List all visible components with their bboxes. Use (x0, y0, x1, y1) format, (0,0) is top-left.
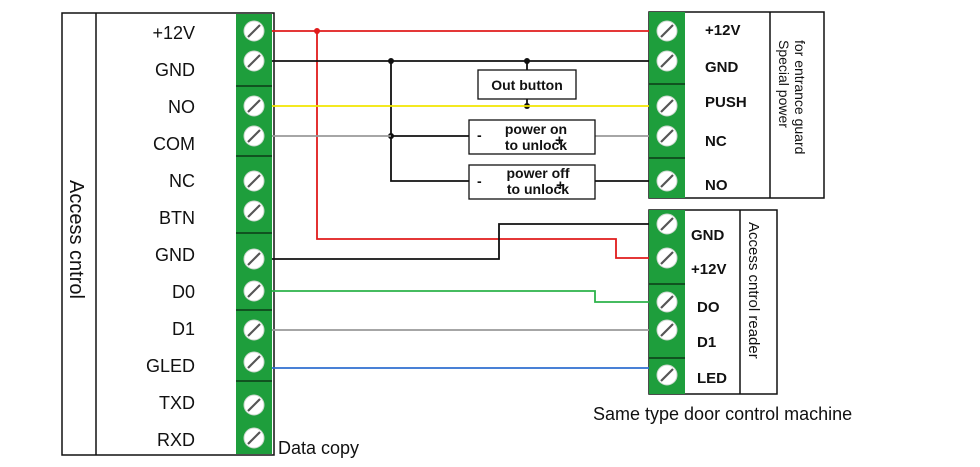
screw-slot (660, 129, 674, 143)
screw-slot (660, 99, 674, 113)
controller-terminal-strip (236, 14, 272, 454)
screw-slot (660, 54, 674, 68)
lock-on-plus: + (555, 132, 564, 149)
controller-title: Access cntrol (65, 180, 87, 299)
controller-pin-label: NO (168, 97, 195, 117)
power-supply-title-line2: for entrance guard (792, 40, 808, 154)
wires (272, 28, 649, 369)
controller-pin-label: GLED (146, 356, 195, 376)
screw-slot (247, 99, 261, 113)
power-supply-pin-label: NC (705, 133, 727, 150)
controller-pin-label: RXD (157, 430, 195, 450)
power-supply-pin-label: PUSH (705, 94, 747, 111)
exit-button-label: Out button (491, 77, 563, 93)
junction-dot (524, 58, 530, 64)
screw-slot (247, 398, 261, 412)
lock-off-minus: - (477, 173, 482, 189)
lock-off-box (468, 164, 596, 200)
screw-slot (247, 431, 261, 445)
controller-pin-label: +12V (152, 23, 195, 43)
lock-off-line2: to unlock (507, 181, 569, 197)
controller-pin-label: GND (155, 245, 195, 265)
screw-slot (660, 251, 674, 265)
controller-pin-labels: +12V GND NO COM NC BTN GND D0 D1 GLED TX… (146, 23, 195, 450)
lock-on-minus: - (477, 127, 482, 143)
power-supply-pin-label: NO (705, 177, 728, 194)
power-supply-screws (656, 20, 678, 192)
screw-slot (660, 217, 674, 231)
screw-slot (660, 24, 674, 38)
lock-on-line2: to unlock (505, 137, 567, 153)
screw-slot (247, 129, 261, 143)
screw-slot (247, 355, 261, 369)
reader-caption: Same type door control machine (593, 404, 852, 424)
screw-slot (247, 252, 261, 266)
reader-screws (656, 213, 678, 386)
controller-screws (243, 20, 265, 449)
screw-slot (247, 323, 261, 337)
controller-pin-label: COM (153, 134, 195, 154)
reader-title: Access cntrol reader (745, 222, 762, 359)
screw-slot (247, 204, 261, 218)
reader-pin-label: LED (697, 370, 727, 387)
reader-pin-labels: GND +12V DO D1 LED (691, 227, 727, 387)
power-supply-pin-labels: +12V GND PUSH NC NO (705, 22, 747, 194)
exit-button-box (477, 69, 577, 100)
reader-pin-label: +12V (691, 261, 726, 278)
controller-pin-label: TXD (159, 393, 195, 413)
controller-outline (61, 12, 275, 456)
power-supply-pin-label: +12V (705, 22, 740, 39)
screw-slot (247, 284, 261, 298)
power-supply-title-line1: Special power (776, 40, 792, 128)
screw-slot (660, 295, 674, 309)
controller-pin-label: D1 (172, 319, 195, 339)
lock-on-box (468, 119, 596, 155)
reader-pin-label: GND (691, 227, 725, 244)
wire-d0 (272, 290, 649, 303)
screw-slot (660, 174, 674, 188)
lock-off-line1: power off (507, 165, 570, 181)
screw-slot (660, 368, 674, 382)
screw-slot (247, 174, 261, 188)
wire-gnd-reader (272, 223, 649, 260)
junction-dot (388, 58, 394, 64)
wire-gnd-lock (390, 61, 469, 182)
screw-slot (247, 24, 261, 38)
wire-12v-reader (316, 31, 649, 259)
controller-pin-label: D0 (172, 282, 195, 302)
reader-pin-label: D1 (697, 334, 716, 351)
screw-slot (660, 323, 674, 337)
lock-off-plus: + (556, 177, 565, 194)
controller-pin-label: NC (169, 171, 195, 191)
lock-on-line1: power on (505, 121, 567, 137)
controller-pin-label: GND (155, 60, 195, 80)
controller-terminal-block (236, 14, 272, 454)
screw-slot (247, 54, 261, 68)
junction-dot (314, 28, 320, 34)
reader-pin-label: DO (697, 299, 720, 316)
power-supply-pin-label: GND (705, 59, 739, 76)
controller-caption: Data copy (278, 438, 359, 458)
controller-pin-label: BTN (159, 208, 195, 228)
